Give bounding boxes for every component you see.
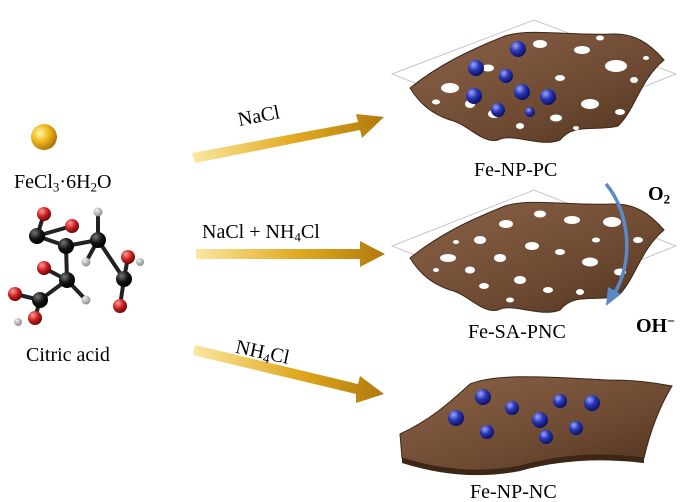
fe-np-nc-sheet <box>399 376 673 476</box>
fe-sa-pnc-sheet <box>390 189 678 313</box>
fe-np-pc-sheet <box>390 19 678 143</box>
arrow-nacl-nh4cl <box>196 241 385 267</box>
citric-acid-label: Citric acid <box>26 344 110 366</box>
citric-acid-atoms <box>8 207 144 326</box>
fecl3-label: FeCl3·6H2O <box>14 171 112 195</box>
fe-np-pc-label: Fe-NP-PC <box>474 159 558 181</box>
fe-np-nc-nanoparticles <box>448 389 600 444</box>
orr-arrow <box>604 182 629 295</box>
orr-arrowhead-icon <box>606 287 621 306</box>
fe-np-pc-nanoparticles <box>466 41 556 117</box>
arrow-nh4cl <box>193 345 384 403</box>
fe-precursor-sphere <box>31 124 57 150</box>
arrow-nacl-nh4cl-label: NaCl + NH4Cl <box>202 221 320 245</box>
fe-np-nc-label: Fe-NP-NC <box>470 481 557 502</box>
arrow-nacl <box>192 114 384 163</box>
o2-label: O2 <box>648 183 671 207</box>
fe-sa-pnc-label: Fe-SA-PNC <box>468 321 566 343</box>
oh-label: OH− <box>636 314 676 337</box>
